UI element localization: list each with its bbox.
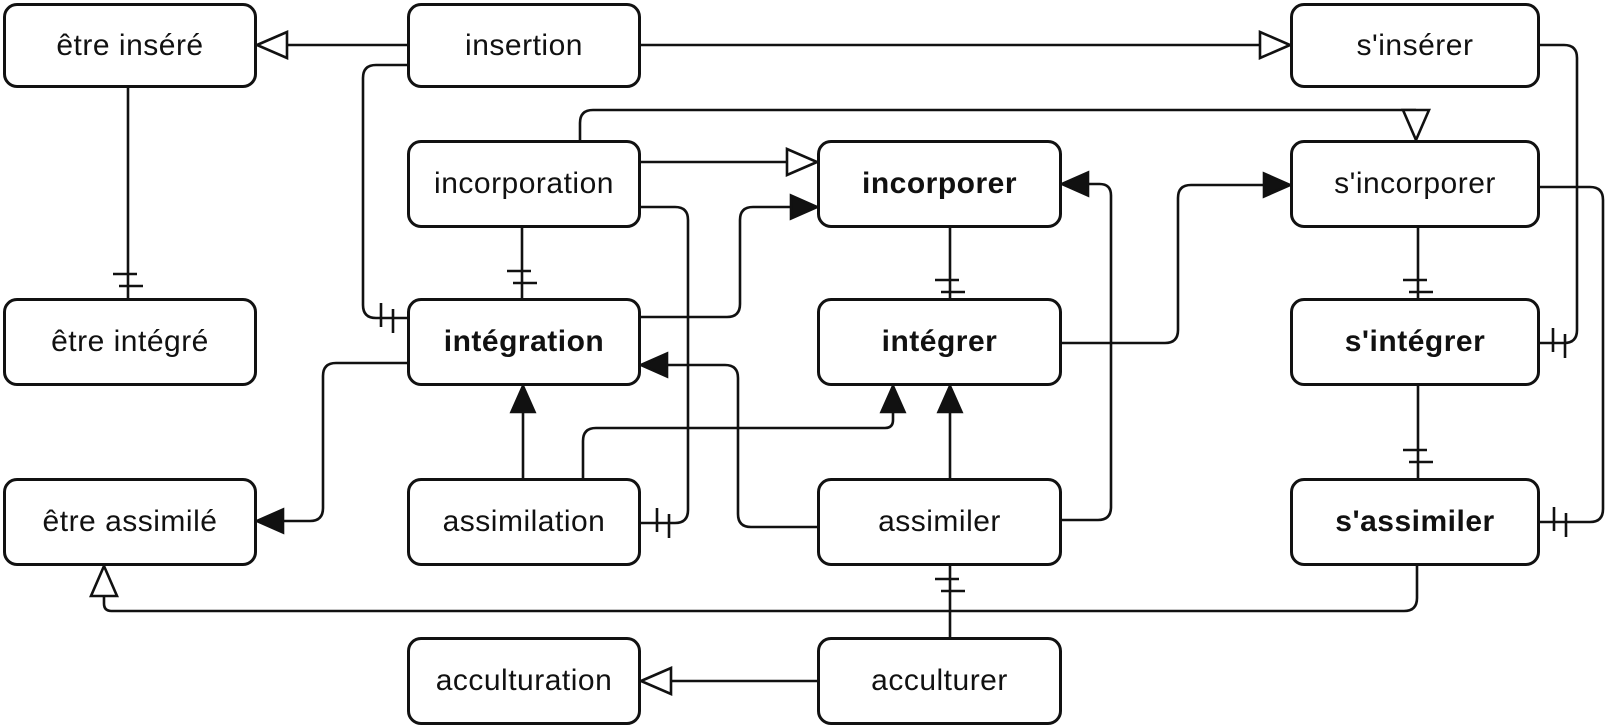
node-etre-insere: être inséré	[3, 3, 257, 88]
node-etre-assimile: être assimilé	[3, 478, 257, 566]
node-integrer: intégrer	[817, 298, 1062, 386]
node-s-inserer: s'insérer	[1290, 3, 1540, 88]
node-s-assimiler: s'assimiler	[1290, 478, 1540, 566]
node-assimiler: assimiler	[817, 478, 1062, 566]
node-s-incorporer: s'incorporer	[1290, 140, 1540, 228]
node-incorporation: incorporation	[407, 140, 641, 228]
node-acculturer: acculturer	[817, 637, 1062, 725]
node-s-integrer: s'intégrer	[1290, 298, 1540, 386]
node-acculturation: acculturation	[407, 637, 641, 725]
node-assimilation: assimilation	[407, 478, 641, 566]
node-insertion: insertion	[407, 3, 641, 88]
node-etre-integre: être intégré	[3, 298, 257, 386]
node-integration: intégration	[407, 298, 641, 386]
node-incorporer: incorporer	[817, 140, 1062, 228]
